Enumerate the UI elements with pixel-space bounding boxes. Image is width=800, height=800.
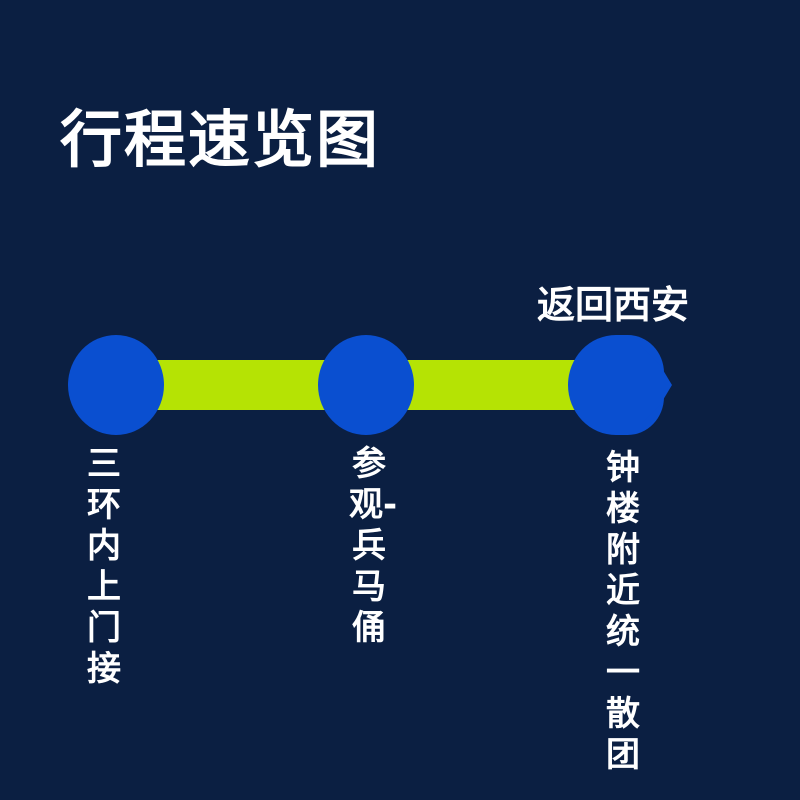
stop-node-2 [318, 335, 414, 435]
connector-2 [400, 360, 600, 410]
stop-3-label: 钟楼附近统一散团 [606, 448, 640, 775]
page-title: 行程速览图 [60, 103, 381, 176]
stop-3-top-label: 返回西安 [537, 283, 690, 327]
stop-1-label: 三环内上门接 [87, 444, 121, 689]
connector-1 [150, 360, 350, 410]
stop-2-label: 参观-兵马俑 [349, 444, 398, 648]
arrow-tip-icon [640, 345, 672, 425]
stop-node-1 [68, 335, 164, 435]
